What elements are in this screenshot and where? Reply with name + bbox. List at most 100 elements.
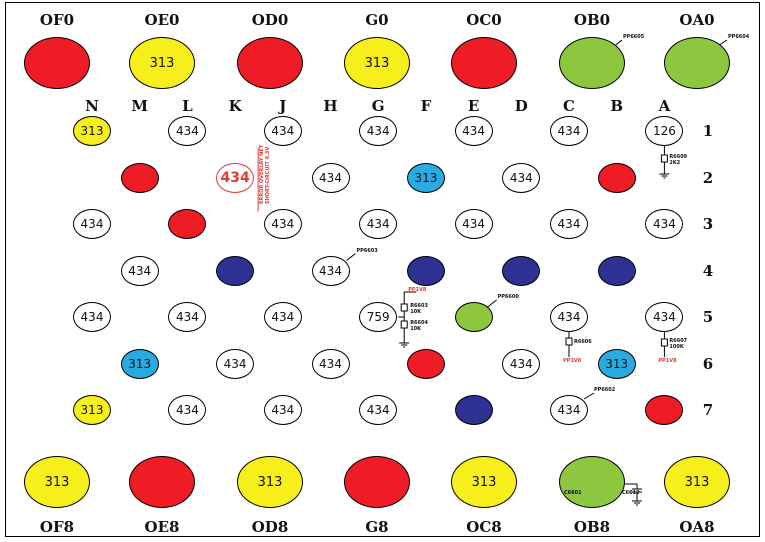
pad-c1[interactable]: 434	[550, 116, 588, 146]
pad-l5[interactable]: 434	[168, 302, 207, 332]
column-label-l: L	[182, 97, 193, 115]
tag-pp-e5: PP6600	[497, 294, 519, 300]
top-label-oc0: OC0	[466, 11, 502, 29]
tag-pp-f5: PP1V8	[408, 287, 427, 293]
bottom-pad-oc8[interactable]: 313	[451, 456, 517, 508]
tag-r6604-val: 10K	[410, 326, 422, 332]
tag-pp-ob0: PP6605	[623, 34, 645, 40]
pad-b6[interactable]: 313	[597, 348, 636, 379]
tag-pp-a6: PP1V8	[658, 358, 677, 364]
bottom-label-ob8: OB8	[573, 518, 611, 536]
tag-r6604-ref: R6604	[410, 320, 428, 326]
pad-b4[interactable]	[597, 255, 636, 286]
column-label-g: G	[371, 97, 385, 115]
bottom-pad-od8[interactable]: 313	[237, 456, 303, 508]
top-label-oe0: OE0	[144, 11, 180, 29]
row-label-2: 2	[702, 168, 714, 187]
pad-n5[interactable]: 434	[73, 302, 111, 332]
pad-e3[interactable]: 434	[454, 209, 493, 239]
tag-c6612: C6612	[622, 490, 640, 496]
pad-c3[interactable]: 434	[550, 209, 588, 239]
tag-r6607-val: 100K	[669, 344, 684, 350]
top-label-of0: OF0	[39, 11, 75, 29]
column-label-b: B	[610, 97, 624, 115]
column-label-f: F	[420, 97, 432, 115]
pad-n1[interactable]: 313	[73, 116, 111, 146]
pad-f4[interactable]	[406, 255, 445, 286]
pad-c7[interactable]: 434	[550, 395, 588, 425]
tag-pp-c7: PP6602	[594, 387, 616, 393]
highlight-note-2: SHORT-CIRCUIT 0.3V	[265, 146, 272, 204]
row-label-3: 3	[702, 215, 714, 233]
pad-e1[interactable]: 434	[454, 116, 493, 146]
pad-f6[interactable]	[406, 348, 445, 379]
top-pad-g0[interactable]: 313	[344, 37, 410, 89]
top-pad-ob0[interactable]	[559, 37, 625, 89]
pad-g3[interactable]: 434	[359, 209, 398, 239]
tag-c6601: C6601	[564, 490, 582, 496]
pad-k6[interactable]: 434	[216, 348, 255, 379]
top-label-ob0: OB0	[573, 11, 611, 29]
diagram-frame	[5, 2, 760, 537]
pad-j1[interactable]: 434	[263, 116, 302, 146]
top-pad-of0[interactable]	[24, 37, 90, 89]
top-label-od0: OD0	[251, 11, 289, 29]
column-label-e: E	[467, 97, 480, 115]
bottom-pad-ob8[interactable]	[559, 456, 625, 508]
pad-n7[interactable]: 313	[73, 395, 111, 425]
pad-m6[interactable]: 313	[120, 348, 159, 379]
bottom-label-oc8: OC8	[466, 518, 502, 536]
pad-m4[interactable]: 434	[120, 255, 159, 286]
pad-g7[interactable]: 434	[359, 395, 398, 425]
column-label-d: D	[514, 97, 528, 115]
top-pad-oc0[interactable]	[451, 37, 517, 89]
tag-r6609-val: 2K2	[669, 160, 681, 166]
pad-e5[interactable]	[454, 302, 493, 332]
pad-m2[interactable]	[120, 162, 159, 193]
pad-d6[interactable]: 434	[502, 348, 541, 379]
pad-h2[interactable]: 434	[311, 162, 350, 193]
bottom-pad-of8[interactable]: 313	[24, 456, 90, 508]
bottom-pad-oe8[interactable]	[129, 456, 195, 508]
pad-l1[interactable]: 434	[168, 116, 207, 146]
pad-n3[interactable]: 434	[73, 209, 111, 239]
top-pad-oe0[interactable]: 313	[129, 37, 195, 89]
column-label-j: J	[279, 97, 287, 115]
tag-pp-c6: PP1V8	[563, 358, 582, 364]
pad-b2[interactable]	[597, 162, 636, 193]
pad-j7[interactable]: 434	[263, 395, 302, 425]
top-pad-oa0[interactable]	[664, 37, 730, 89]
pad-a5[interactable]: 434	[645, 302, 684, 332]
pad-j5[interactable]: 434	[263, 302, 302, 332]
pad-l3[interactable]	[168, 209, 207, 239]
pad-k2[interactable]: 434	[216, 162, 255, 193]
bottom-label-od8: OD8	[251, 518, 289, 536]
pad-a1[interactable]: 126	[645, 116, 684, 146]
tag-pp-h4: PP6603	[356, 247, 378, 254]
row-label-6: 6	[702, 354, 714, 373]
pad-c5[interactable]: 434	[550, 302, 588, 332]
pad-a3[interactable]: 434	[645, 209, 684, 239]
pad-h6[interactable]: 434	[311, 348, 350, 379]
pad-d2[interactable]: 434	[502, 162, 541, 193]
pad-k4[interactable]	[216, 255, 255, 286]
tag-r6603-ref: R6603	[410, 303, 428, 309]
pad-g5[interactable]: 759	[359, 302, 398, 332]
column-label-n: N	[85, 97, 99, 115]
top-pad-od0[interactable]	[237, 37, 303, 89]
top-label-g0: G0	[365, 11, 389, 29]
row-label-5: 5	[702, 308, 714, 326]
pad-f2[interactable]: 313	[406, 162, 445, 193]
pad-j3[interactable]: 434	[263, 209, 302, 239]
pad-a7[interactable]	[645, 395, 684, 425]
pad-g1[interactable]: 434	[359, 116, 398, 146]
top-label-oa0: OA0	[679, 11, 715, 29]
bottom-pad-oa8[interactable]: 313	[664, 456, 730, 508]
pad-l7[interactable]: 434	[168, 395, 207, 425]
pad-e7[interactable]	[454, 395, 493, 425]
row-label-1: 1	[702, 122, 714, 140]
pad-d4[interactable]	[502, 255, 541, 286]
pad-h4[interactable]: 434	[311, 255, 350, 286]
bottom-pad-g8[interactable]	[344, 456, 410, 508]
